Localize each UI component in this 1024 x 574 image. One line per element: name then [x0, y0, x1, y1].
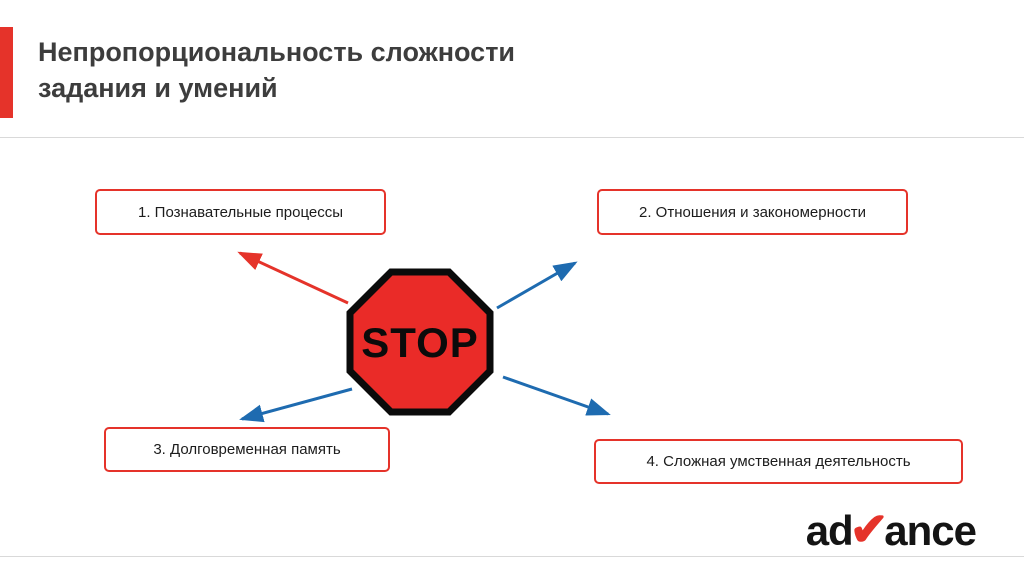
stop-sign-label: STOP [361, 319, 479, 366]
arrow-to-box2 [496, 261, 578, 310]
brand-logo-part1: ad [805, 507, 854, 554]
diagram-box-1-label: 1. Познавательные процессы [138, 203, 343, 221]
diagram-box-2-label: 2. Отношения и закономерности [638, 203, 866, 221]
slide-title-line2: задания и умений [38, 73, 278, 104]
brand-logo: ad ✔ ance [805, 503, 977, 555]
bottom-divider [0, 556, 1024, 557]
stop-sign: STOP [346, 268, 494, 416]
diagram-box-3: 3. Долговременная память [104, 427, 390, 472]
arrow-to-box3 [239, 387, 353, 423]
diagram-box-2: 2. Отношения и закономерности [597, 189, 908, 235]
arrow-to-box1 [237, 251, 349, 305]
slide-title-line1: Непропорциональность сложности [38, 37, 516, 67]
diagram-box-4-label: 4. Сложная умственная деятельность [646, 453, 911, 470]
brand-logo-part2: ance [884, 507, 977, 554]
diagram-box-4: 4. Сложная умственная деятельность [594, 439, 963, 484]
slide-title: Непропорциональность сложности задания и… [38, 34, 515, 107]
diagram-box-1: 1. Познавательные процессы [95, 189, 386, 235]
left-accent-bar [0, 27, 13, 118]
arrow-to-box4 [502, 375, 611, 416]
stop-sign-octagon [346, 268, 494, 416]
diagram-box-3-label: 3. Долговременная память [153, 441, 341, 458]
top-divider [0, 137, 1024, 138]
checkmark-icon: ✔ [849, 503, 889, 555]
